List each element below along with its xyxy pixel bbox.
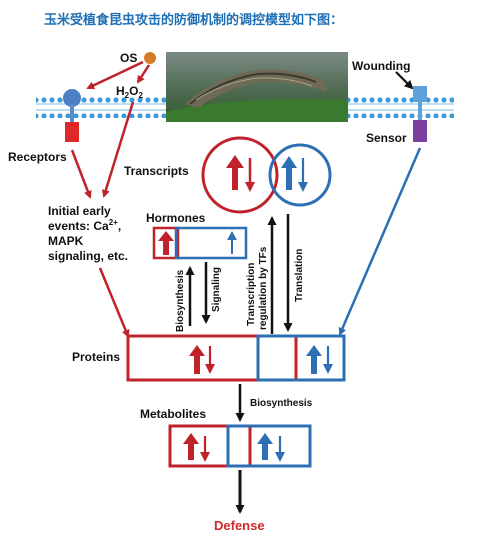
os-to-receptor-arrow xyxy=(86,60,144,90)
figure-title: 玉米受植食昆虫攻击的防御机制的调控模型如下图： xyxy=(44,12,343,28)
signaling-vertical-label: Signaling xyxy=(211,267,222,312)
biosynthesis-horizontal-label: Biosynthesis xyxy=(250,398,313,409)
transcripts-label: Transcripts xyxy=(124,164,189,178)
transcription-regulation-label-2: regulation by TFs xyxy=(258,246,269,330)
early-events-text: Initial early events: Ca2+, MAPK signali… xyxy=(48,204,128,263)
os-to-h2o2-arrow xyxy=(136,64,151,84)
caterpillar-photo xyxy=(166,52,348,122)
early-events-line4: signaling, etc. xyxy=(48,249,128,263)
proteins-red-updown-icon xyxy=(189,345,215,374)
transcripts-blue-updown-icon xyxy=(281,156,308,192)
hormones-label: Hormones xyxy=(146,211,206,225)
metabolites-red-box xyxy=(168,424,252,468)
h2o2-o: O xyxy=(129,84,138,98)
hormones-red-up-icon xyxy=(158,231,174,255)
events-to-proteins-arrow xyxy=(98,267,130,338)
proteins-label: Proteins xyxy=(72,350,120,364)
h2o2-h: H xyxy=(116,84,125,98)
defense-label: Defense xyxy=(214,518,265,533)
early-ca: events: Ca xyxy=(48,219,109,233)
metabolites-red-updown-icon xyxy=(183,433,210,462)
h2o2-label: H2O2 xyxy=(116,84,143,100)
hormones-blue-up-icon xyxy=(227,231,237,254)
early-events-line1: Initial early xyxy=(48,204,111,218)
proteins-red-box xyxy=(126,334,298,382)
h2o2-sub2: 2 xyxy=(138,91,143,100)
transcripts-blue-circle xyxy=(268,143,332,207)
sensor-protein xyxy=(413,86,427,142)
early-comma: , xyxy=(118,219,121,233)
os-dot xyxy=(144,52,156,64)
wounding-arrow xyxy=(395,71,414,90)
h2o2-to-events-arrow xyxy=(101,101,135,198)
transcripts-red-updown-icon xyxy=(226,155,255,192)
transcription-regulation-label-1: Transcription xyxy=(246,263,257,326)
biosynthesis-vertical-label: Biosynthesis xyxy=(175,269,186,332)
metabolites-blue-updown-icon xyxy=(257,433,285,462)
receptor-to-events-arrow xyxy=(70,149,92,199)
translation-vertical-label: Translation xyxy=(294,249,305,302)
metabolites-label: Metabolites xyxy=(140,407,206,421)
proteins-blue-updown-icon xyxy=(306,345,333,374)
metabolites-blue-box xyxy=(226,424,312,468)
early-events-line2: events: Ca2+, xyxy=(48,218,121,233)
sensor-label: Sensor xyxy=(366,131,407,145)
hormones-blue-box xyxy=(174,226,248,260)
receptors-label: Receptors xyxy=(8,150,67,164)
wounding-label: Wounding xyxy=(352,59,410,73)
os-label: OS xyxy=(120,51,137,65)
hormones-red-box xyxy=(152,226,180,260)
sensor-to-proteins-arrow xyxy=(338,147,422,336)
early-events-line3: MAPK xyxy=(48,234,84,248)
receptor-protein xyxy=(63,89,81,142)
proteins-blue-box xyxy=(256,334,346,382)
early-ca-sup: 2+ xyxy=(109,218,118,227)
transcripts-red-circle xyxy=(201,136,279,214)
h2o2-sub1: 2 xyxy=(125,91,130,100)
